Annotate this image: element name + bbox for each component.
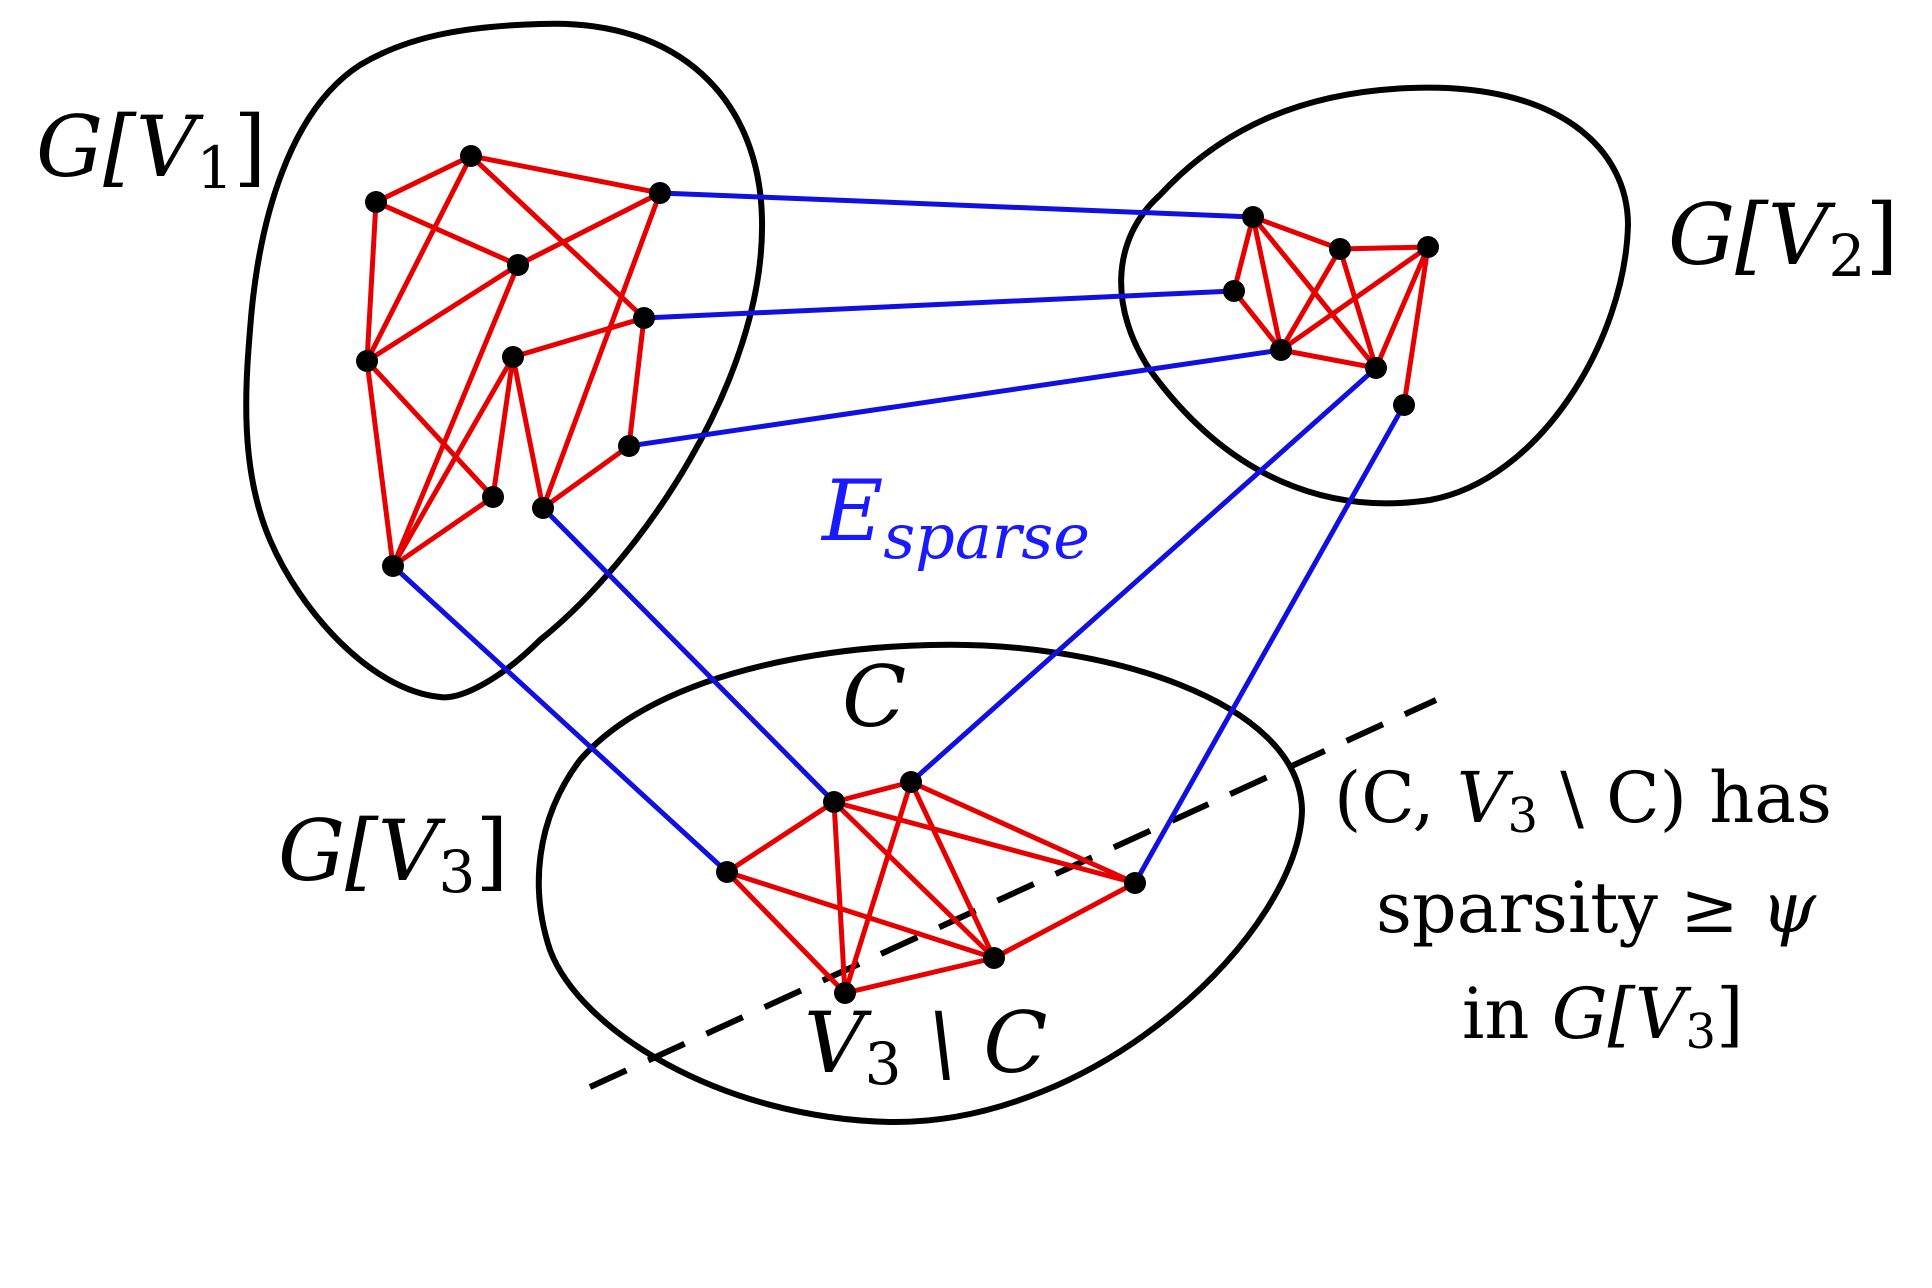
vertex: [356, 350, 378, 372]
intra-edge: [725, 799, 836, 875]
note-line-2: sparsity ≥ ψ: [1376, 867, 1817, 949]
vertex: [633, 307, 655, 329]
intra-edge: [365, 262, 520, 364]
intra-edge: [1280, 347, 1377, 371]
intra-edge: [364, 360, 396, 567]
intra-edge: [469, 154, 646, 320]
label-g-v2: G[V2]: [1668, 186, 1898, 290]
intra-edge: [540, 192, 663, 509]
intra-edge: [1337, 248, 1379, 369]
intra-edge: [626, 317, 647, 447]
vertex: [1393, 394, 1415, 416]
label-g-v3: G[V3]: [278, 802, 508, 906]
vertex: [1223, 280, 1245, 302]
intra-edge: [1232, 289, 1283, 352]
intra-edge: [992, 880, 1137, 961]
intra-edge: [1231, 216, 1256, 292]
vertex: [482, 486, 504, 508]
vertex: [1242, 206, 1264, 228]
label-e-sparse: Esparse: [820, 462, 1090, 573]
vertex: [900, 771, 922, 793]
label-c: C: [842, 648, 906, 746]
sparse-edge: [1132, 403, 1407, 885]
intra-edge: [844, 955, 995, 996]
vertex: [1329, 238, 1351, 260]
intra-edge: [725, 870, 847, 995]
vertex: [382, 555, 404, 577]
intra-edge: [833, 779, 912, 805]
intra-edge: [1252, 214, 1341, 252]
vertex: [507, 254, 529, 276]
intra-edge: [390, 355, 516, 568]
vertex: [618, 435, 640, 457]
note-line-3: in G[V3]: [1462, 973, 1743, 1060]
intra-edge: [831, 801, 848, 994]
vertices: [356, 145, 1439, 1004]
intra-edge: [1250, 216, 1284, 351]
label-g-v1: G[V1]: [36, 98, 266, 202]
intra-edge: [390, 264, 521, 567]
intra-edge: [365, 359, 495, 499]
vertex: [1124, 872, 1146, 894]
note-line-1: (C, V3 \ C) has: [1334, 757, 1832, 844]
intra-edge: [510, 356, 546, 509]
label-v3-minus-c: V3 \ C: [804, 994, 1048, 1098]
intra-edge: [391, 494, 495, 569]
intra-edge: [490, 356, 516, 498]
sparse-edge: [909, 366, 1378, 784]
intra-edge: [908, 780, 997, 960]
intra-edge: [1278, 247, 1343, 352]
intra-edge: [832, 800, 996, 960]
vertex: [649, 182, 671, 204]
sparse-edge: [643, 288, 1235, 321]
region-v2-outline: [1118, 84, 1632, 507]
sparse-edge: [391, 564, 729, 874]
vertex: [716, 861, 738, 883]
intra-edge: [1339, 244, 1429, 252]
intra-edge: [516, 190, 662, 268]
intra-edge: [470, 153, 661, 196]
intra-edge: [909, 779, 1137, 886]
vertex: [460, 145, 482, 167]
intra-edge: [374, 199, 520, 268]
vertex: [365, 191, 387, 213]
vertex: [502, 346, 524, 368]
vertex: [532, 497, 554, 519]
region-v1-outline: [243, 20, 766, 701]
intra-edge: [1279, 244, 1430, 353]
intra-edge: [541, 443, 631, 511]
vertex: [1270, 339, 1292, 361]
intra-edge: [364, 154, 474, 363]
intra-edge: [512, 315, 645, 360]
intra-edge: [842, 781, 914, 994]
vertex: [823, 791, 845, 813]
sparse-edge: [659, 190, 1254, 220]
intra-edges: [364, 153, 1431, 996]
intra-edge: [364, 201, 379, 362]
intra-edge: [833, 799, 1136, 886]
vertex: [1365, 357, 1387, 379]
intra-edge: [1373, 246, 1431, 369]
vertex: [1417, 236, 1439, 258]
region-v3-outline: [535, 641, 1306, 1126]
cut-dashed-line: [588, 697, 1438, 1090]
intra-edge: [374, 153, 473, 205]
intra-edge: [1401, 246, 1431, 406]
vertex: [834, 982, 856, 1004]
sparse-edge: [541, 506, 836, 804]
vertex: [983, 947, 1005, 969]
sparse-edge: [628, 347, 1282, 449]
intra-edge: [726, 869, 995, 961]
sparse-edges: [391, 190, 1407, 885]
